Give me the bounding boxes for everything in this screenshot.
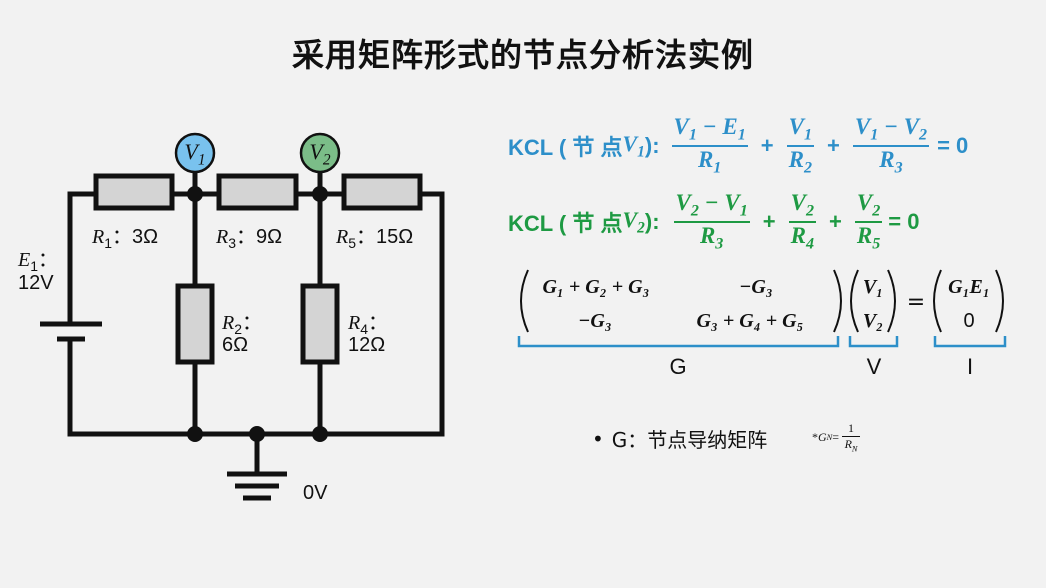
junction-bottom-2	[312, 426, 328, 442]
kcl2-rhs: = 0	[888, 209, 920, 235]
kcl2-term2: V2 R4	[788, 190, 816, 253]
resistor-r4	[300, 283, 340, 365]
vector-i2: 0	[963, 310, 975, 332]
junction-bottom-1	[187, 426, 203, 442]
note-text: G：节点导纳矩阵	[611, 428, 768, 452]
ground-icon	[227, 471, 287, 501]
brace-g	[517, 336, 840, 348]
brace-label-g: G	[669, 354, 687, 379]
resistor-r5	[341, 173, 423, 211]
node1-label: V1	[184, 139, 206, 169]
kcl2-plus1: +	[762, 209, 776, 235]
kcl1-plus1: +	[760, 133, 774, 159]
r4-value-label: 12Ω	[348, 334, 386, 356]
kcl2-prefix: KCL ( 节 点	[508, 211, 623, 237]
kcl1-term3: V1 − V2 R3	[852, 114, 930, 177]
kcl1-plus2: +	[827, 133, 840, 159]
node2-marker	[299, 132, 341, 174]
matrix-g11: G₁ + G₂ + G₃	[542, 276, 650, 298]
wire-right	[417, 191, 445, 437]
matrix-equals: =	[906, 290, 926, 315]
source-name-label: E1：	[18, 249, 59, 274]
junction-node2	[312, 186, 328, 202]
kcl-equation-node1: KCL ( 节 点 V1 ): V1 − E1 R1 + V1 R2 + V1 …	[508, 114, 968, 178]
ground-label: 0V	[303, 482, 328, 504]
r2-value-label: 6Ω	[222, 334, 249, 356]
kcl2-term1: V2 − V1 R3	[673, 190, 750, 253]
brace-label-i: I	[966, 354, 974, 379]
r5-label: R5：15Ω	[336, 226, 414, 251]
node2-label: V2	[309, 139, 331, 169]
kcl1-term2: V1 R2	[786, 114, 814, 177]
node1-marker	[174, 132, 216, 174]
kcl1-suffix: ):	[644, 133, 660, 159]
matrix-g22: G₃ + G₄ + G₅	[696, 310, 804, 332]
brace-v	[848, 336, 899, 348]
matrix-g12: −G₃	[739, 276, 773, 298]
vector-v1: V₁	[862, 276, 884, 298]
resistor-r2	[175, 283, 215, 365]
junction-node1	[187, 186, 203, 202]
brace-i	[933, 336, 1007, 348]
r3-label: R3：9Ω	[216, 226, 283, 251]
note-bullet: •	[592, 426, 604, 451]
note-line: • G：节点导纳矩阵	[592, 424, 767, 453]
resistor-r3	[216, 173, 299, 211]
kcl2-term3: V2 R5	[854, 190, 883, 253]
kcl2-node: V2	[622, 206, 645, 237]
r1-label: R1：3Ω	[92, 226, 159, 251]
battery-symbol	[40, 321, 102, 342]
kcl1-term1: V1 − E1 R1	[671, 114, 748, 177]
vector-i1: G₁E₁	[948, 276, 990, 298]
source-value-label: 12V	[18, 272, 54, 294]
vector-v2: V₂	[862, 310, 884, 332]
kcl2-suffix: ):	[644, 209, 660, 235]
r4-name-label: R4：	[348, 312, 389, 337]
r2-name-label: R2：	[222, 312, 263, 337]
kcl-equation-node2: KCL ( 节 点 V2 ): V2 − V1 R3 + V2 R4 + V2 …	[508, 190, 919, 254]
kcl1-node: V1	[622, 130, 645, 161]
junction-bottom-ground	[249, 426, 265, 442]
matrix-g21: −G₃	[578, 310, 612, 332]
resistor-r1	[93, 173, 175, 211]
kcl2-plus2: +	[829, 209, 842, 235]
brace-label-v: V	[866, 354, 882, 379]
page-title: 采用矩阵形式的节点分析法实例	[291, 36, 754, 74]
kcl1-prefix: KCL ( 节 点	[508, 135, 623, 161]
wire-left-top	[67, 191, 99, 323]
kcl1-rhs: = 0	[937, 133, 969, 159]
